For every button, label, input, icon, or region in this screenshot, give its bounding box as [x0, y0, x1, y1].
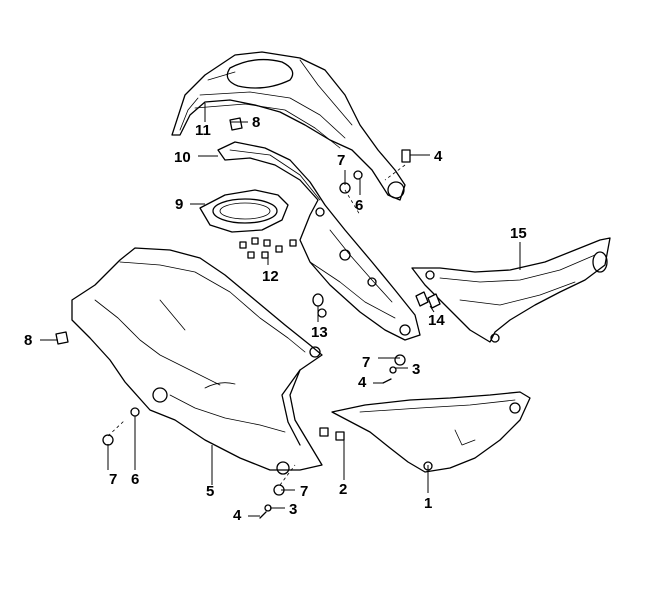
part-1-lower-panel	[331, 391, 531, 473]
callout-6-left: 6	[131, 471, 139, 488]
callout-7-right: 7	[362, 354, 370, 371]
callout-2: 2	[339, 481, 347, 498]
callout-5: 5	[206, 483, 214, 500]
callout-15: 15	[510, 225, 527, 242]
callout-6-top: 6	[355, 197, 363, 214]
part-12-clips	[239, 237, 297, 259]
part-8-clip-left	[55, 331, 69, 345]
callout-labels: 1 2 3 3 4 4 4 5 6 6 7 7 7 7 8 8 9 10 11 …	[24, 114, 527, 524]
callout-8-top: 8	[252, 114, 260, 131]
callout-7-bottom: 7	[300, 483, 308, 500]
callout-10: 10	[174, 149, 191, 166]
leader-lines	[40, 103, 521, 517]
part-5-side-panel	[71, 247, 323, 475]
callout-1: 1	[424, 495, 432, 512]
callout-3-right: 3	[412, 361, 420, 378]
part-11-tank-cover	[171, 51, 406, 201]
part-2-clips	[319, 427, 345, 441]
part-13-grommet	[312, 293, 327, 318]
callout-3-bottom: 3	[289, 501, 297, 518]
callout-9: 9	[175, 196, 183, 213]
callout-13: 13	[311, 324, 328, 341]
callout-12: 12	[262, 268, 279, 285]
callout-7-top: 7	[337, 152, 345, 169]
part-14-nuts	[415, 291, 441, 309]
callout-4-top: 4	[434, 148, 443, 165]
callout-7-left: 7	[109, 471, 117, 488]
hardware-fasteners	[102, 149, 411, 519]
part-15-right-panel	[411, 237, 611, 343]
callout-8-left: 8	[24, 332, 32, 349]
part-10-inner-rail	[217, 141, 421, 341]
callout-4-right: 4	[358, 374, 367, 391]
part-9-ring-bracket	[199, 189, 289, 233]
callout-14: 14	[428, 312, 445, 329]
part-8-clip-upper	[229, 117, 243, 131]
callout-11: 11	[195, 122, 211, 139]
callout-4-bottom: 4	[233, 507, 242, 524]
